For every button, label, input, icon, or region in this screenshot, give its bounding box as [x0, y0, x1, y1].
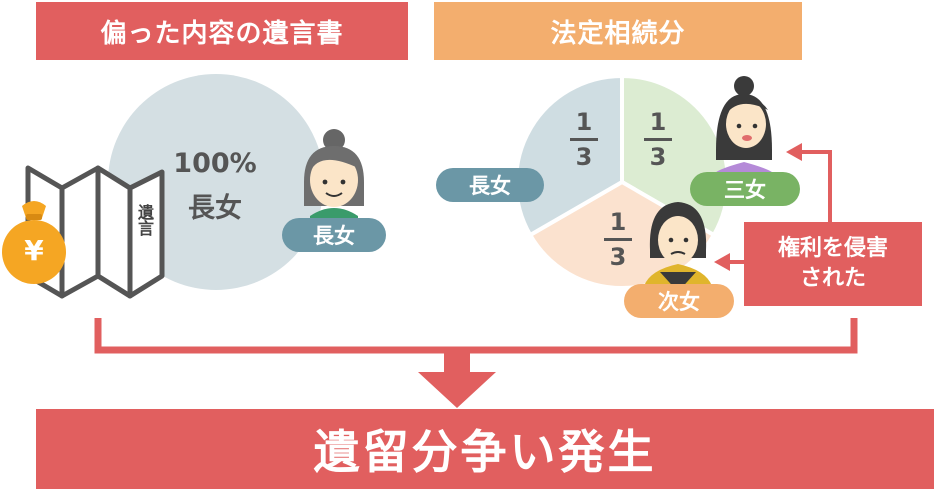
pie-slice-eldest	[514, 73, 624, 238]
fraction-eldest: 1 3	[566, 110, 602, 169]
share-heir: 長女	[188, 193, 242, 224]
pie-second-badge: 次女	[624, 284, 734, 318]
result-banner: 遺留分争い発生	[36, 409, 934, 489]
denominator: 3	[649, 143, 667, 171]
pie-third-badge: 三女	[690, 172, 800, 206]
right-header: 法定相続分	[434, 2, 802, 60]
eldest-daughter-avatar	[304, 129, 364, 226]
denominator: 3	[609, 243, 627, 271]
fraction-second: 1 3	[600, 210, 636, 269]
left-header: 偏った内容の遺言書	[36, 2, 408, 60]
infringed-line2: された	[799, 266, 866, 291]
eldest-daughter-badge: 長女	[282, 218, 386, 252]
result-arrow	[94, 318, 858, 408]
numerator: 1	[575, 108, 593, 136]
will-document-label: 遺言	[135, 204, 154, 236]
infringement-arrows	[714, 143, 832, 271]
fraction-third: 1 3	[640, 110, 676, 169]
share-percent: 100%	[173, 148, 257, 179]
rights-infringed-box: 権利を侵害 された	[744, 222, 922, 306]
numerator: 1	[609, 208, 627, 236]
money-bag-icon	[2, 201, 66, 284]
second-daughter-avatar	[644, 202, 712, 292]
denominator: 3	[575, 143, 593, 171]
numerator: 1	[649, 108, 667, 136]
yen-symbol: ¥	[24, 234, 44, 267]
pie-eldest-badge: 長女	[436, 168, 544, 202]
infringed-line1: 権利を侵害	[777, 236, 888, 262]
